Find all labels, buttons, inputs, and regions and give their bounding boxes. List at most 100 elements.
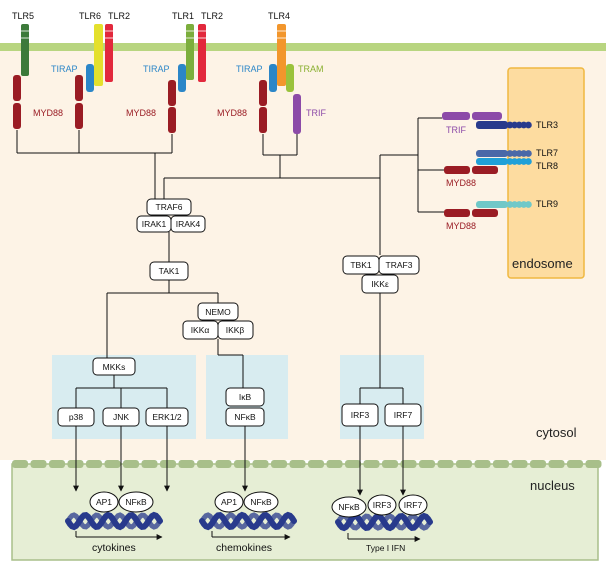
svg-text:TBK1: TBK1 (350, 260, 372, 270)
svg-text:Type I IFN: Type I IFN (366, 543, 405, 553)
tak1-node: TAK1 (149, 261, 189, 281)
plasma-membrane (0, 43, 606, 51)
svg-text:TAK1: TAK1 (159, 266, 180, 276)
chemokines-output: chemokines (211, 531, 291, 554)
svg-text:MYD88: MYD88 (217, 108, 247, 118)
dna-helix-chemokines (199, 511, 297, 531)
nuclear-envelope-segment (308, 460, 324, 468)
ifn-output: Type I IFN (347, 533, 421, 553)
svg-text:TLR1: TLR1 (172, 11, 194, 21)
myd88-adaptor-1: MYD88 (13, 75, 83, 129)
nuclear-envelope-segment (252, 460, 269, 468)
svg-text:TLR9: TLR9 (536, 199, 558, 209)
svg-text:cytokines: cytokines (92, 542, 136, 554)
svg-text:IRF7: IRF7 (404, 500, 423, 510)
ikka-node: IKKα (182, 320, 219, 340)
nuclear-envelope-segment (104, 460, 121, 468)
nuclear-envelope-segment (530, 460, 546, 468)
tram-adaptor: TRAM (286, 64, 324, 92)
svg-text:TRIF: TRIF (306, 108, 326, 118)
cytokines-output: cytokines (75, 531, 163, 554)
nuclear-envelope-segment (511, 460, 528, 468)
nfkb-factor-b: NFκB (243, 491, 279, 513)
ap1-factor-a: AP1 (89, 491, 119, 513)
svg-text:MKKs: MKKs (103, 362, 126, 372)
svg-text:TLR8: TLR8 (536, 161, 558, 171)
svg-text:IκB: IκB (239, 392, 252, 402)
nuclear-envelope-segment (141, 460, 158, 468)
svg-text:TLR4: TLR4 (268, 11, 290, 21)
svg-text:JNK: JNK (113, 412, 129, 422)
endosome-compartment (507, 67, 585, 279)
tlr9-receptor: TLR9 (476, 199, 558, 209)
jnk-node: JNK (102, 407, 140, 427)
nuclear-envelope-segment (123, 460, 139, 468)
svg-text:TIRAP: TIRAP (143, 64, 170, 74)
svg-text:MYD88: MYD88 (446, 221, 476, 231)
nucleus-label: nucleus (530, 478, 575, 493)
nuclear-envelope-segment (86, 460, 102, 468)
nemo-node: NEMO (197, 302, 239, 321)
trif-adaptor-2: TRIF (442, 112, 502, 135)
nuclear-envelope-segment (363, 460, 380, 468)
nuclear-envelope-segment (345, 460, 361, 468)
receptor-bead (525, 150, 532, 157)
tlr2-receptor-b: TLR2 (198, 11, 223, 82)
svg-text:IRAK4: IRAK4 (176, 219, 201, 229)
svg-text:chemokines: chemokines (216, 542, 272, 554)
irak1-node: IRAK1 (136, 215, 172, 233)
svg-text:NFκB: NFκB (234, 412, 256, 422)
svg-text:IRAK1: IRAK1 (142, 219, 167, 229)
dna-strand (199, 511, 297, 531)
svg-text:IRF3: IRF3 (351, 410, 370, 420)
myd88-adaptor-2: MYD88 (126, 80, 176, 133)
tlr4-receptor: TLR4 (268, 11, 290, 86)
svg-text:TLR7: TLR7 (536, 148, 558, 158)
dna-helix-ifn (335, 512, 433, 532)
nuclear-envelope-segment (419, 460, 435, 468)
svg-text:IRF7: IRF7 (394, 410, 413, 420)
nuclear-envelope-segment (30, 460, 47, 468)
svg-text:p38: p38 (69, 412, 83, 422)
tirap-adaptor-2: TIRAP (143, 64, 186, 92)
svg-text:TLR2: TLR2 (201, 11, 223, 21)
nuclear-envelope-segment (178, 460, 195, 468)
receptor-bead (525, 158, 532, 165)
svg-text:TRAF6: TRAF6 (156, 202, 183, 212)
tlr1-receptor: TLR1 (172, 11, 194, 80)
svg-text:IKKβ: IKKβ (226, 325, 245, 335)
dna-strand (65, 511, 163, 531)
nuclear-envelope-segment (548, 460, 565, 468)
svg-text:TLR3: TLR3 (536, 120, 558, 130)
mkks-node: MKKs (92, 357, 136, 376)
nfkb-factor-a: NFκB (118, 491, 154, 513)
svg-text:AP1: AP1 (96, 497, 112, 507)
myd88-adaptor-4: MYD88 (444, 166, 498, 188)
nuclear-envelope-segment (585, 460, 602, 468)
svg-text:NFκB: NFκB (338, 502, 360, 512)
ikke-node: IKKε (361, 274, 399, 294)
irf3-cytosol-node: IRF3 (341, 403, 379, 427)
svg-text:TRIF: TRIF (446, 125, 466, 135)
nfkb-cytosol-node: NFκB (225, 407, 265, 427)
nuclear-envelope-segment (160, 460, 176, 468)
svg-text:MYD88: MYD88 (126, 108, 156, 118)
svg-text:TLR5: TLR5 (12, 11, 34, 21)
nuclear-envelope-segment (12, 460, 28, 468)
nuclear-envelope-segment (400, 460, 417, 468)
tlr8-receptor: TLR8 (476, 158, 558, 171)
ikkb-node: IKKβ (217, 320, 254, 340)
ap1-factor-b: AP1 (214, 491, 244, 513)
nuclear-envelope-segment (567, 460, 583, 468)
svg-text:NEMO: NEMO (205, 307, 231, 317)
svg-text:TRAM: TRAM (298, 64, 324, 74)
irf7-cytosol-node: IRF7 (384, 403, 422, 427)
nfkb-factor-c: NFκB (331, 496, 367, 518)
myd88-adaptor-3: MYD88 (217, 80, 267, 133)
connector-lines (16, 117, 444, 496)
svg-text:TIRAP: TIRAP (236, 64, 263, 74)
nuclear-envelope-segment (493, 460, 509, 468)
tlr6-receptor: TLR6 (79, 11, 103, 86)
